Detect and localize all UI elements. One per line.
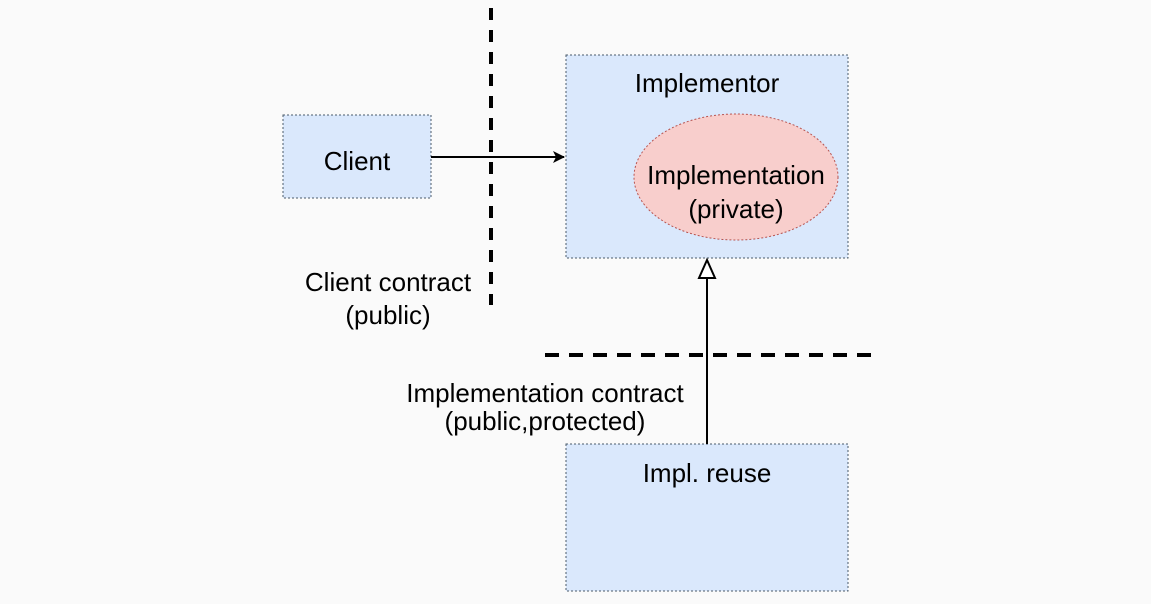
client-contract-label-line2: (public) [345, 300, 430, 330]
implementor-label: Implementor [635, 68, 780, 98]
client-box [282, 114, 432, 199]
impl-reuse-label: Impl. reuse [643, 458, 772, 488]
client-contract-label-line1: Client contract [305, 267, 472, 297]
inheritance-arrowhead-icon [697, 257, 717, 279]
client-label: Client [324, 146, 391, 176]
implementation-contract-label-line2: (public,protected) [445, 406, 646, 436]
impl-reuse-box [565, 443, 849, 592]
implementation-label-line1: Implementation [647, 160, 825, 190]
implementor-node: Implementor Implementation (private) [565, 54, 849, 259]
implementation-ellipse [633, 113, 839, 241]
inheritance-arrow [697, 257, 717, 444]
implementation-label-line2: (private) [688, 194, 783, 224]
client-node: Client [282, 114, 432, 199]
impl-reuse-node: Impl. reuse [565, 443, 849, 592]
implementation-contract-label-line1: Implementation contract [406, 378, 684, 408]
